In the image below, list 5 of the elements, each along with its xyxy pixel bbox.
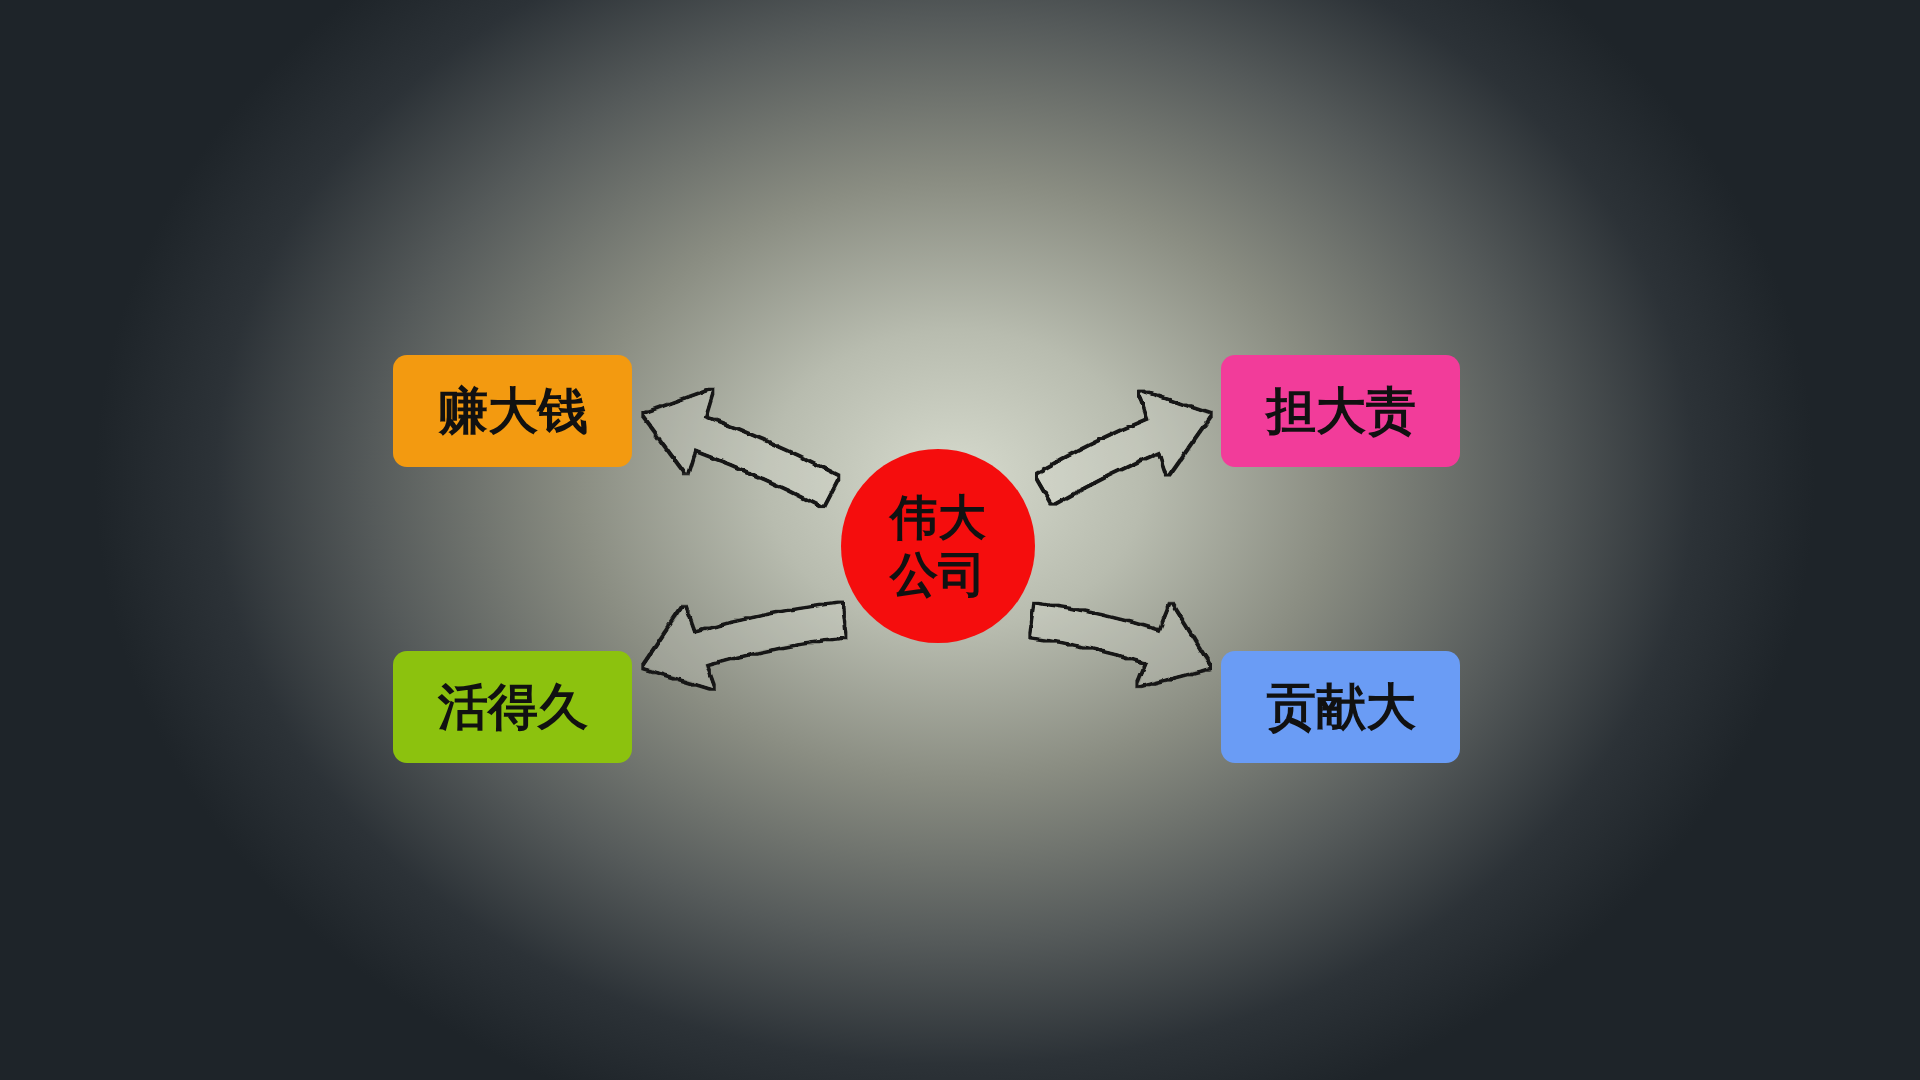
circle-node: 伟大公司 xyxy=(841,449,1035,643)
rounded-box: 赚大钱 xyxy=(393,355,632,467)
rounded-box: 贡献大 xyxy=(1221,651,1460,763)
rounded-box: 担大责 xyxy=(1221,355,1460,467)
rounded-box: 活得久 xyxy=(393,651,632,763)
